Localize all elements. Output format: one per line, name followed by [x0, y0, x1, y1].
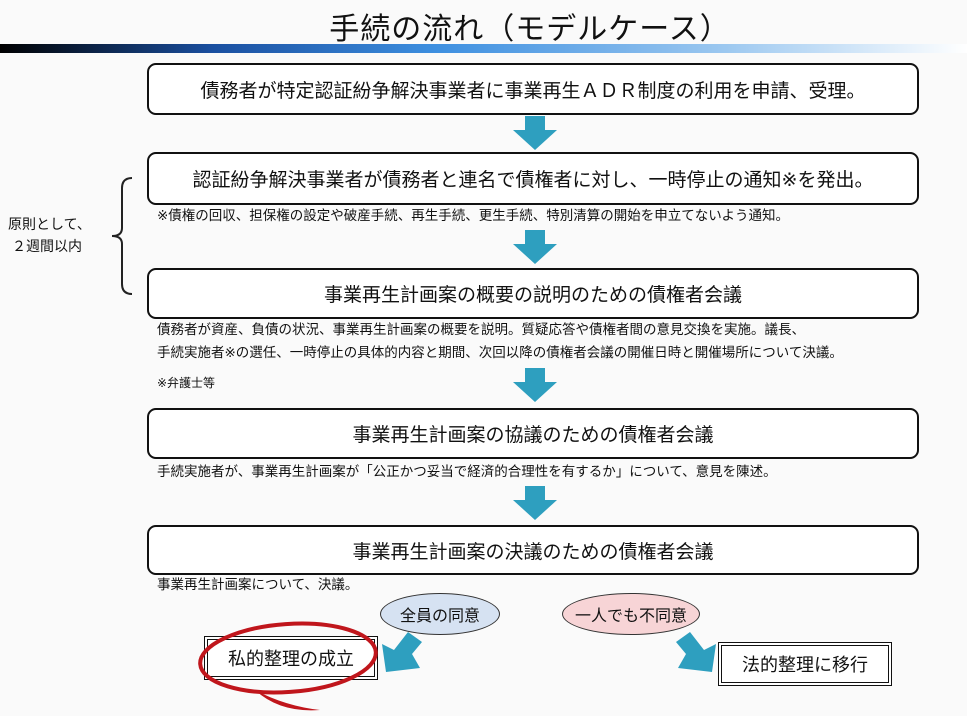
side-label-line1: 原則として、	[8, 217, 91, 233]
step-3-box: 事業再生計画案の概要の説明のための債権者会議	[147, 268, 919, 319]
disagree-ellipse: 一人でも不同意	[562, 593, 700, 635]
page-title: 手続の流れ（モデルケース）	[329, 12, 731, 47]
step-3-note-1: 債務者が資産、負債の状況、事業再生計画案の概要を説明。質疑応答や債権者間の意見交…	[157, 322, 805, 338]
down-arrow-icon	[513, 486, 557, 520]
step-3-footnote: ※弁護士等	[157, 376, 216, 390]
red-highlight-circle-icon	[198, 621, 378, 711]
legal-settlement-box: 法的整理に移行	[718, 642, 892, 686]
title-underline-bar	[0, 44, 967, 53]
down-arrow-icon	[513, 116, 557, 150]
step-5-note: 事業再生計画案について、決議。	[157, 577, 359, 593]
step-4-note: 手続実施者が、事業再生計画案が「公正かつ妥当で経済的合理性を有するか」について、…	[157, 464, 777, 480]
down-arrow-icon	[513, 230, 557, 264]
step-5-box: 事業再生計画案の決議のための債権者会議	[147, 525, 919, 575]
bracket-icon	[111, 177, 133, 295]
step-4-box: 事業再生計画案の協議のための債権者会議	[147, 408, 919, 459]
agree-ellipse: 全員の同意	[380, 593, 500, 635]
down-left-arrow-icon	[382, 632, 422, 672]
down-arrow-icon	[513, 368, 557, 402]
down-right-arrow-icon	[676, 632, 716, 672]
step-2-box: 認証紛争解決事業者が債務者と連名で債権者に対し、一時停止の通知※を発出。	[147, 152, 919, 205]
step-3-note-2: 手続実施者※の選任、一時停止の具体的内容と期間、次回以降の債権者会議の開催日時と…	[157, 345, 843, 361]
step-1-box: 債務者が特定認証紛争解決事業者に事業再生ＡＤＲ制度の利用を申請、受理。	[147, 63, 919, 115]
step-2-note: ※債権の回収、担保権の設定や破産手続、再生手続、更生手続、特別清算の開始を申立て…	[157, 208, 790, 224]
private-settlement-box: 私的整理の成立	[204, 636, 378, 680]
side-label-line2: ２週間以内	[12, 239, 82, 255]
